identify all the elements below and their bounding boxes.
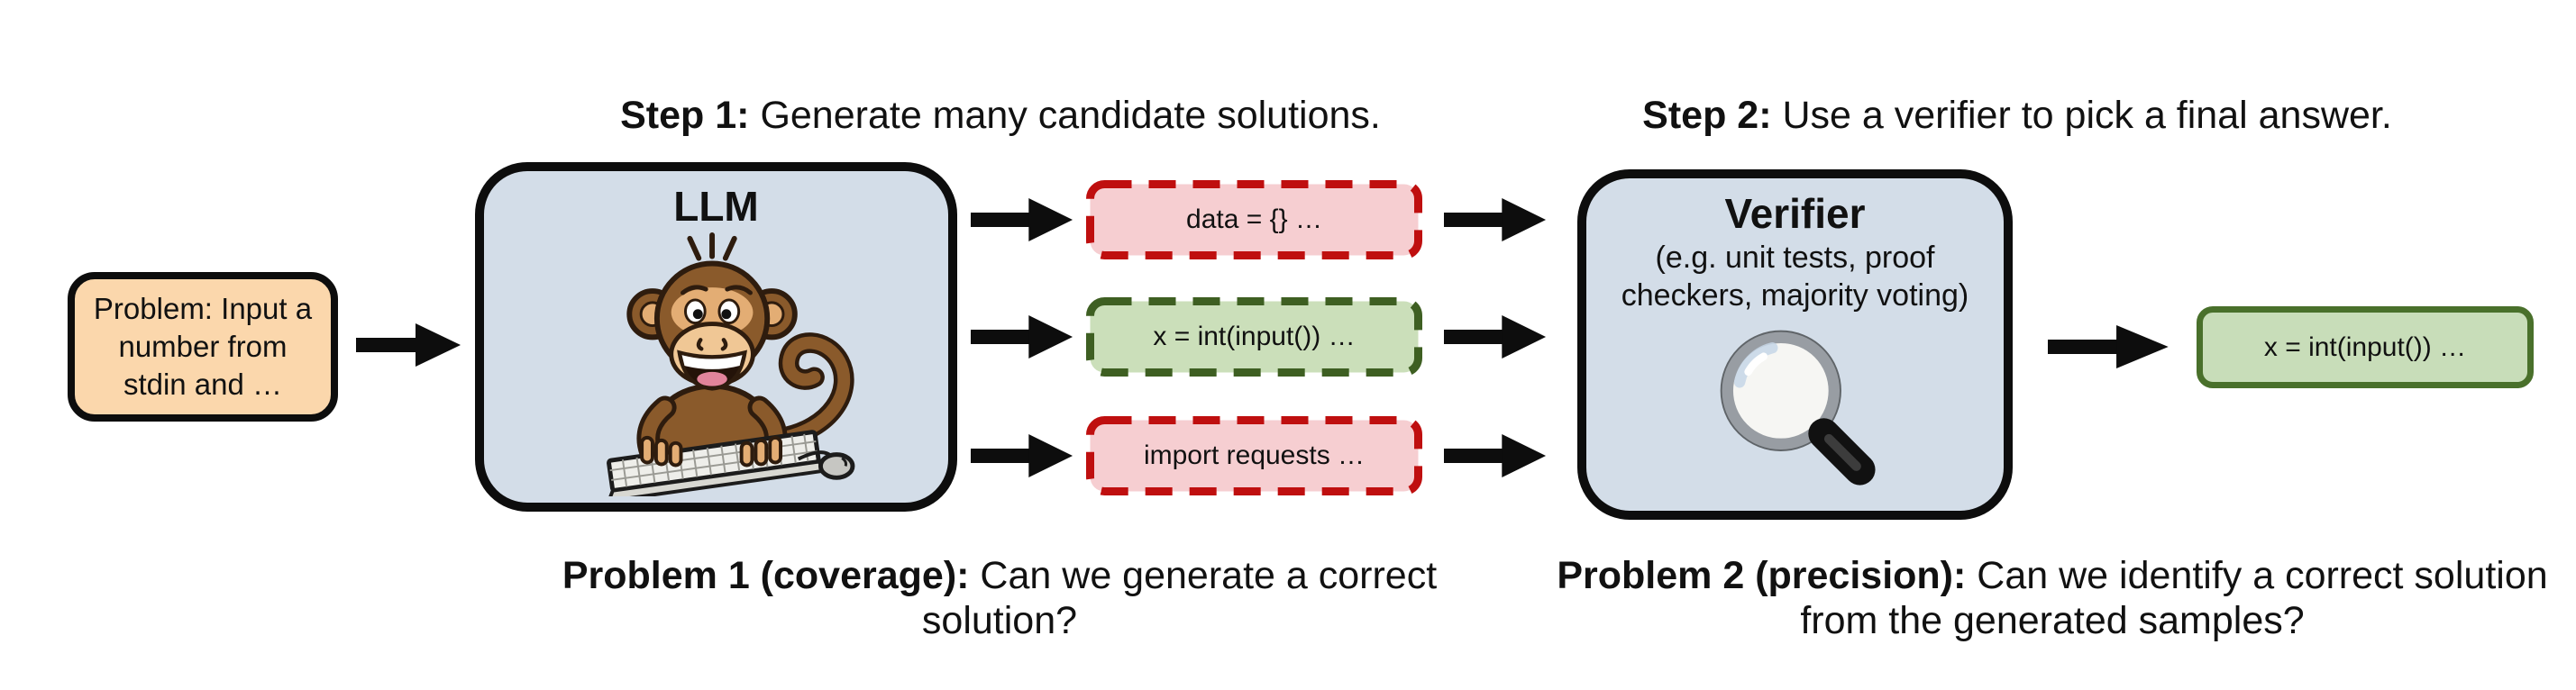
step1-text: Generate many candidate solutions. xyxy=(749,94,1381,137)
flow-arrow-problem-to-llm xyxy=(356,320,462,370)
flow-arrow-llm-to-candidate-1 xyxy=(971,195,1074,245)
final-answer-box: x = int(input()) … xyxy=(2197,306,2534,388)
problem-box-text: Problem: Input a number from stdin and … xyxy=(93,292,313,401)
dashed-frame-icon xyxy=(1086,416,1422,495)
arrow-right-icon xyxy=(1444,198,1547,241)
caption-problem2-precision: Problem 2 (precision): Can we identify a… xyxy=(1557,554,2548,643)
candidate-code-text: data = {} … xyxy=(1186,204,1322,234)
arrow-right-icon xyxy=(971,315,1073,359)
flow-arrow-candidate-2-to-verifier xyxy=(1444,312,1548,362)
verifier-panel: Verifier (e.g. unit tests, proof checker… xyxy=(1577,169,2013,520)
monkey-typing-icon xyxy=(605,232,854,496)
step2-label: Step 2: xyxy=(1642,94,1772,137)
candidate-solution-incorrect-2: import requests … xyxy=(1086,416,1422,495)
step1-heading: Step 1: Generate many candidate solution… xyxy=(505,94,1496,138)
step2-text: Use a verifier to pick a final answer. xyxy=(1771,94,2392,137)
candidate-code-text: import requests … xyxy=(1143,440,1366,470)
dashed-frame-icon xyxy=(1086,297,1422,377)
arrow-right-icon xyxy=(1444,434,1547,477)
magnifying-glass-icon xyxy=(1720,330,1876,486)
arrow-right-icon xyxy=(971,198,1073,241)
caption-problem1-coverage: Problem 1 (coverage): Can we generate a … xyxy=(562,554,1438,643)
candidate-code-text: x = int(input()) … xyxy=(1153,322,1356,351)
flow-arrow-candidate-1-to-verifier xyxy=(1444,195,1548,245)
arrow-right-icon xyxy=(2048,325,2169,368)
problem-box-label: Problem: xyxy=(93,292,213,326)
flow-arrow-candidate-3-to-verifier xyxy=(1444,431,1548,481)
verifier-panel-title: Verifier xyxy=(1724,190,1866,237)
step2-heading: Step 2: Use a verifier to pick a final a… xyxy=(1521,94,2513,138)
final-answer-text: x = int(input()) … xyxy=(2263,331,2467,362)
step1-label: Step 1: xyxy=(620,94,750,137)
dashed-frame-icon xyxy=(1086,180,1422,259)
problem-box: Problem: Input a number from stdin and … xyxy=(68,272,338,422)
flow-arrow-llm-to-candidate-3 xyxy=(971,431,1074,481)
llm-panel-title: LLM xyxy=(673,183,759,230)
candidate-solution-correct: x = int(input()) … xyxy=(1086,297,1422,377)
arrow-right-icon xyxy=(1444,315,1547,359)
arrow-right-icon xyxy=(356,323,461,367)
flow-arrow-llm-to-candidate-2 xyxy=(971,312,1074,362)
candidate-solution-incorrect-1: data = {} … xyxy=(1086,180,1422,259)
arrow-right-icon xyxy=(971,434,1073,477)
verifier-panel-subtitle: (e.g. unit tests, proof checkers, majori… xyxy=(1621,240,1969,313)
llm-panel: LLM xyxy=(475,162,957,512)
flow-arrow-verifier-to-final xyxy=(2048,322,2170,372)
